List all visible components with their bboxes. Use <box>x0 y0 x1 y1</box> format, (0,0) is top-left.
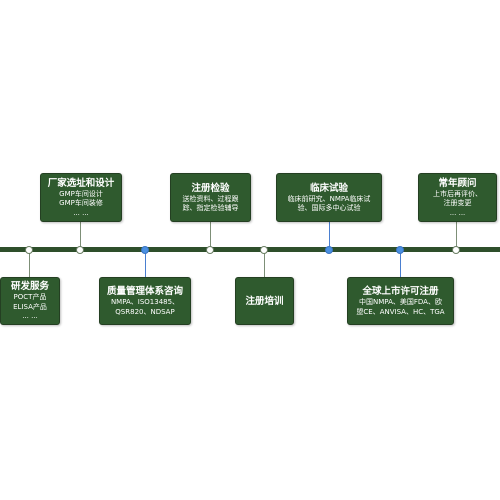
connector <box>210 222 211 250</box>
step-box-global-registration: 全球上市许可注册 中国NMPA、美国FDA、欧 盟CE、ANVISA、HC、TG… <box>347 277 454 325</box>
step-box-consultant: 常年顾问 上市后再评价、 注册变更 ... ... <box>418 173 497 222</box>
step-title: 常年顾问 <box>438 177 477 189</box>
step-line: ... ... <box>449 208 466 217</box>
connector <box>456 222 457 250</box>
step-line: 注册变更 <box>443 199 472 208</box>
connector <box>29 250 30 277</box>
step-line: 临床前研究、NMPA临床试 <box>287 194 371 203</box>
step-line: ... ... <box>73 208 89 217</box>
step-line: 送检资料、过程跟 <box>182 194 239 203</box>
connector <box>329 222 330 250</box>
step-title: 质量管理体系咨询 <box>106 286 183 297</box>
step-box-training: 注册培训 <box>235 277 294 325</box>
step-line: GMP车间装修 <box>59 199 103 208</box>
step-title: 厂家选址和设计 <box>47 177 115 189</box>
step-title: 全球上市许可注册 <box>362 286 439 297</box>
step-title: 临床试验 <box>309 182 348 194</box>
timeline-node <box>260 246 268 254</box>
step-line: POCT产品 <box>13 293 47 302</box>
connector <box>145 250 146 277</box>
step-line: NMPA、ISO13485、 <box>110 298 180 306</box>
connector <box>400 250 401 277</box>
step-line: QSR820、NDSAP <box>115 307 175 316</box>
step-title: 研发服务 <box>10 281 49 293</box>
step-line: 踪、指定检验辅导 <box>182 204 239 212</box>
timeline-line <box>0 247 500 252</box>
connector <box>264 250 265 277</box>
timeline-node <box>76 246 84 254</box>
step-box-qms: 质量管理体系咨询 NMPA、ISO13485、 QSR820、NDSAP <box>99 277 191 325</box>
step-box-inspection: 注册检验 送检资料、过程跟 踪、指定检验辅导 <box>170 173 251 222</box>
step-line: GMP车间设计 <box>59 189 103 198</box>
step-line: 中国NMPA、美国FDA、欧 <box>359 298 442 306</box>
step-box-factory: 厂家选址和设计 GMP车间设计 GMP车间装修 ... ... <box>40 173 122 222</box>
timeline-node <box>206 246 214 254</box>
step-line: 盟CE、ANVISA、HC、TGA <box>356 307 445 316</box>
step-line: ELISA产品 <box>13 302 47 311</box>
timeline-node <box>25 246 33 254</box>
step-box-research: 研发服务 POCT产品 ELISA产品 ... ... <box>0 277 60 325</box>
step-title: 注册培训 <box>245 295 284 307</box>
timeline-node <box>325 246 333 254</box>
step-line: 验、国际多中心试验 <box>297 204 361 212</box>
step-title: 注册检验 <box>191 182 230 194</box>
timeline-node <box>452 246 460 254</box>
timeline-node <box>141 246 149 254</box>
timeline-node <box>396 246 404 254</box>
step-line: ... ... <box>22 312 38 321</box>
connector <box>80 222 81 250</box>
step-line: 上市后再评价、 <box>433 189 482 198</box>
step-box-clinical: 临床试验 临床前研究、NMPA临床试 验、国际多中心试验 <box>276 173 382 222</box>
